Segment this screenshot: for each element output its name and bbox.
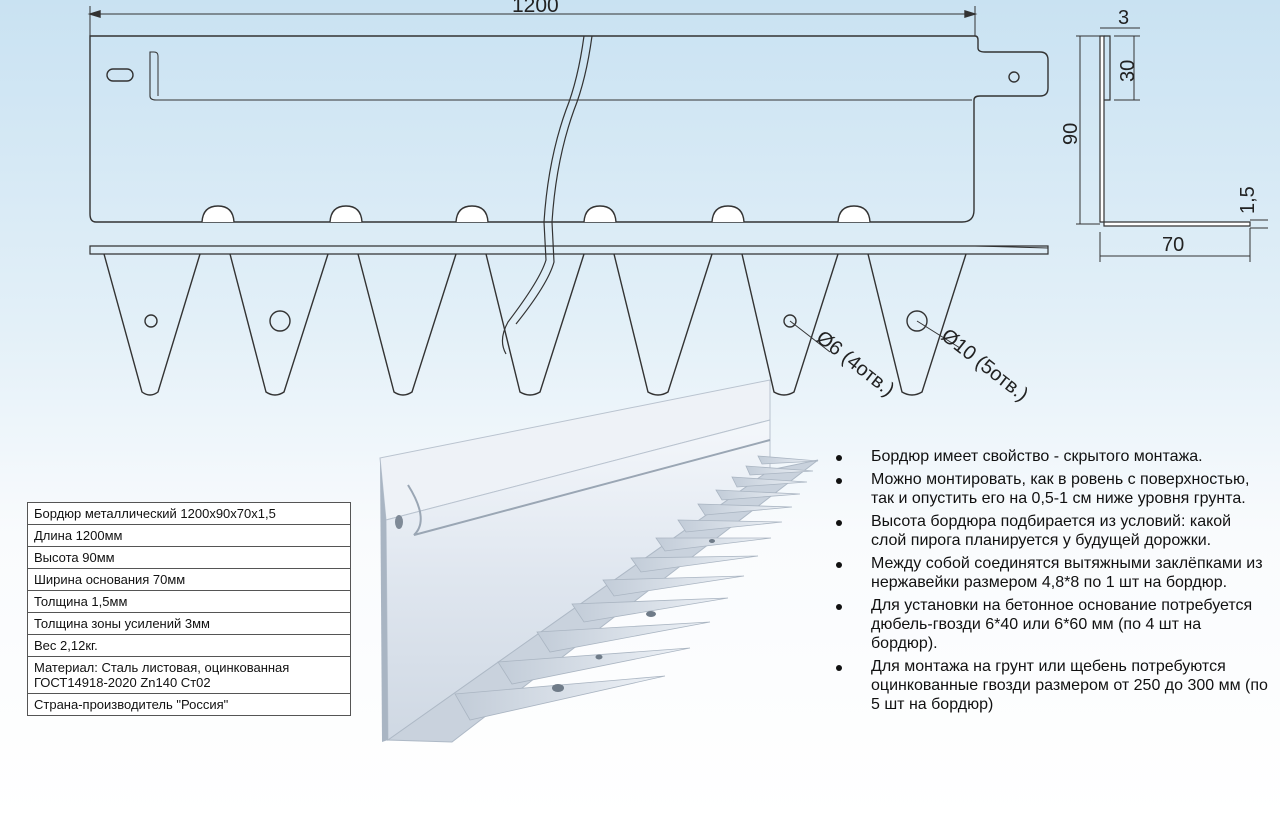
table-row: Ширина основания 70мм: [27, 568, 351, 591]
bullet-icon: [836, 455, 842, 461]
thickness-label: 1,5: [1237, 186, 1259, 214]
small-hole: [783, 314, 797, 328]
base-strip: [89, 245, 1049, 255]
table-row: Бордюр металлический 1200х90х70х1,5: [27, 502, 351, 525]
side-profile: [1076, 27, 1268, 262]
notes-list: Бордюр имеет свойство - скрытого монтажа…: [828, 447, 1268, 718]
bullet-icon: [836, 520, 842, 526]
end-hole-3d: [395, 515, 403, 529]
spec-cell: Длина 1200мм: [27, 524, 351, 547]
bullet-icon: [836, 604, 842, 610]
list-item: Можно монтировать, как в ровень с поверх…: [828, 470, 1268, 508]
table-row: Толщина 1,5мм: [27, 590, 351, 613]
notches: [201, 205, 871, 223]
spec-cell: Ширина основания 70мм: [27, 568, 351, 591]
spec-cell: Толщина зоны усилений 3мм: [27, 612, 351, 635]
note-text: Можно монтировать, как в ровень с поверх…: [871, 471, 1250, 507]
large-hole-label: Ø10 (5отв.): [937, 325, 1032, 406]
spec-cell: Страна-производитель "Россия": [27, 693, 351, 716]
spec-table: Бордюр металлический 1200х90х70х1,5 Длин…: [27, 502, 351, 716]
top-strip-outline: [89, 35, 1049, 223]
table-row: Длина 1200мм: [27, 524, 351, 547]
spec-cell: Материал: Сталь листовая, оцинкованная Г…: [27, 656, 351, 694]
border-3d-render: [379, 379, 819, 743]
spikes: [103, 253, 967, 396]
base-label: 70: [1162, 234, 1184, 256]
note-text: Между собой соединятся вытяжными заклёпк…: [871, 555, 1263, 591]
thickness-top-label: 3: [1118, 7, 1129, 29]
note-text: Высота бордюра подбирается из условий: к…: [871, 513, 1232, 549]
small-hole: [144, 314, 158, 328]
spikes-3d: [454, 455, 819, 721]
table-row: Высота 90мм: [27, 546, 351, 569]
top-zone-label: 30: [1117, 60, 1139, 82]
bullet-icon: [836, 665, 842, 671]
bullet-icon: [836, 562, 842, 568]
note-text: Бордюр имеет свойство - скрытого монтажа…: [871, 448, 1203, 465]
note-text: Для установки на бетонное основание потр…: [871, 597, 1253, 652]
height-label: 90: [1060, 123, 1082, 145]
spec-cell: Толщина 1,5мм: [27, 590, 351, 613]
list-item: Высота бордюра подбирается из условий: к…: [828, 512, 1268, 550]
spec-cell: Высота 90мм: [27, 546, 351, 569]
table-row: Материал: Сталь листовая, оцинкованная Г…: [27, 656, 351, 694]
list-item: Между собой соединятся вытяжными заклёпк…: [828, 554, 1268, 592]
list-item: Для установки на бетонное основание потр…: [828, 596, 1268, 653]
front-view: [87, 6, 1049, 396]
length-label: 1200: [512, 0, 559, 17]
list-item: Бордюр имеет свойство - скрытого монтажа…: [828, 447, 1268, 466]
note-text: Для монтажа на грунт или щебень потребую…: [871, 658, 1268, 713]
slot-hole: [106, 68, 134, 82]
spec-cell: Бордюр металлический 1200х90х70х1,5: [27, 502, 351, 525]
break-line: [501, 35, 593, 355]
small-hole-label: Ø6 (4отв.): [812, 327, 899, 401]
top-strip-groove: [149, 51, 972, 101]
list-item: Для монтажа на грунт или щебень потребую…: [828, 657, 1268, 714]
spec-cell: Вес 2,12кг.: [27, 634, 351, 657]
bullet-icon: [836, 478, 842, 484]
table-row: Страна-производитель "Россия": [27, 693, 351, 716]
large-hole: [269, 310, 291, 332]
table-row: Толщина зоны усилений 3мм: [27, 612, 351, 635]
table-row: Вес 2,12кг.: [27, 634, 351, 657]
end-hole: [1008, 71, 1020, 83]
large-hole: [906, 310, 928, 332]
length-dimension: [87, 6, 978, 36]
